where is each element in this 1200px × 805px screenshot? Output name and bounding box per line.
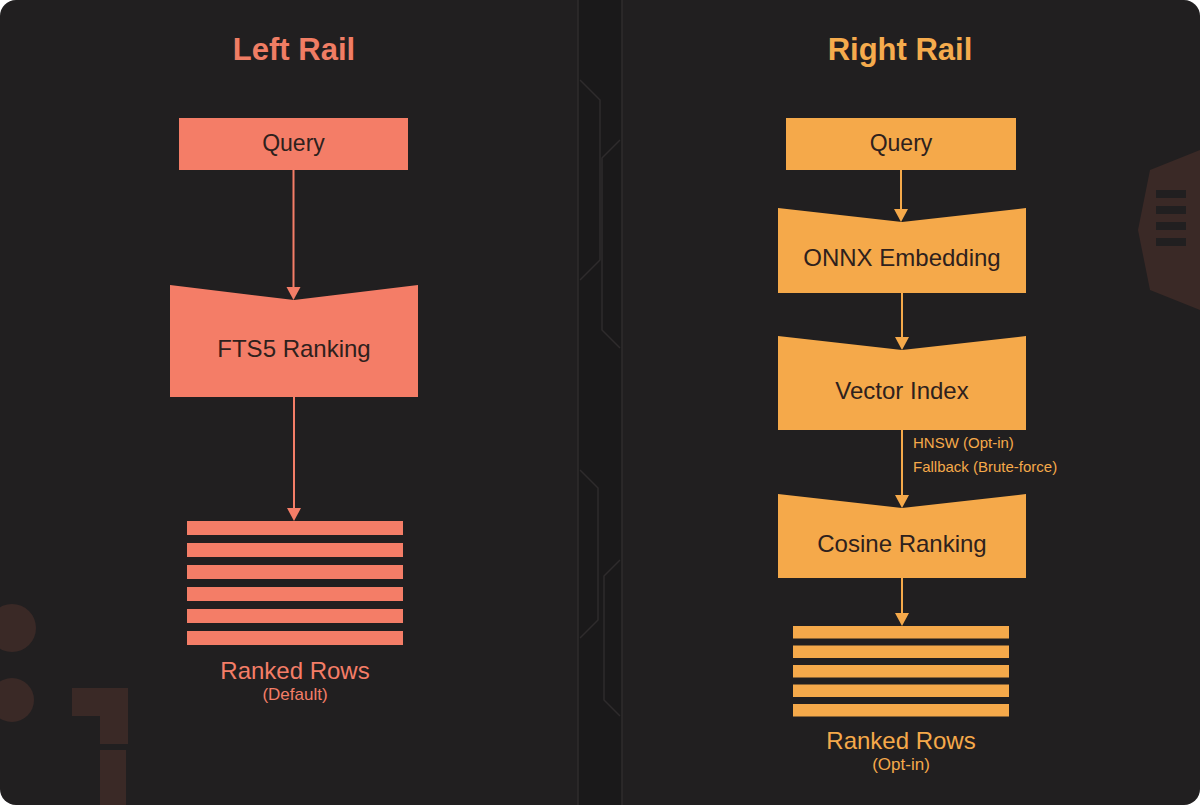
rail-heading: Right Rail (800, 32, 1000, 68)
deco-shape (72, 688, 128, 744)
arrow-head (895, 337, 909, 350)
arrow-head (895, 495, 909, 508)
circuit-trace (580, 470, 598, 638)
row-stripe (187, 631, 403, 645)
result-stack: Ranked Rows(Opt-in) (793, 626, 1009, 775)
query-box: Query (786, 118, 1016, 170)
row-stripe (187, 543, 403, 557)
row-stripe (793, 665, 1009, 678)
notched-shape (778, 494, 1026, 578)
connector (287, 170, 301, 300)
row-stripe (187, 565, 403, 579)
row-stripe (187, 609, 403, 623)
node-label: Query (870, 130, 933, 158)
deco-circle (0, 604, 36, 652)
result-stack: Ranked Rows(Default) (187, 521, 403, 705)
divider-band (578, 0, 622, 805)
divider-line (621, 0, 623, 805)
row-stripe (187, 587, 403, 601)
deco-shape (1156, 238, 1186, 246)
node-label: Query (262, 130, 325, 158)
notched-shape (170, 285, 418, 397)
node-sublabel: (Opt-in) (872, 755, 930, 775)
connector (895, 430, 909, 508)
connector (287, 397, 301, 521)
row-stripes (187, 521, 403, 645)
deco-shape (100, 750, 126, 805)
row-stripes (793, 626, 1009, 717)
deco-shape (1138, 150, 1200, 310)
connector (895, 293, 909, 350)
node-sublabel: (Default) (262, 685, 327, 705)
circuit-trace (580, 80, 600, 280)
connector (895, 578, 909, 626)
row-stripe (793, 704, 1009, 717)
row-stripe (793, 646, 1009, 659)
circuit-trace (604, 560, 620, 716)
connector-line (901, 578, 903, 614)
edge-label: HNSW (Opt-in) Fallback (Brute-force) (913, 431, 1065, 479)
connector (894, 170, 908, 222)
row-stripe (793, 685, 1009, 698)
arrow-head (287, 287, 301, 300)
node-label: FTS5 Ranking (217, 335, 370, 364)
node-label: Ranked Rows (826, 727, 975, 755)
process-box: FTS5 Ranking (170, 285, 418, 397)
row-stripe (793, 626, 1009, 639)
arrow-head (894, 209, 908, 222)
connector-line (901, 430, 903, 496)
node-label: ONNX Embedding (803, 244, 1000, 273)
connector-line (293, 170, 295, 288)
deco-shape (1156, 190, 1186, 198)
process-box: Cosine Ranking (778, 494, 1026, 578)
deco-circle (0, 678, 34, 722)
notched-shape (778, 208, 1026, 293)
deco-shape (1156, 206, 1186, 214)
connector-line (900, 170, 902, 210)
deco-shape (1156, 222, 1186, 230)
circuit-trace (602, 140, 620, 348)
divider-line (577, 0, 579, 805)
process-box: ONNX Embedding (778, 208, 1026, 293)
row-stripe (187, 521, 403, 535)
node-label: Vector Index (835, 377, 968, 406)
notched-shape (778, 336, 1026, 430)
rail-heading: Left Rail (194, 32, 394, 68)
process-box: Vector Index (778, 336, 1026, 430)
arrow-head (895, 613, 909, 626)
node-label: Ranked Rows (220, 657, 369, 685)
query-box: Query (179, 118, 408, 170)
arrow-head (287, 508, 301, 521)
node-label: Cosine Ranking (817, 530, 986, 559)
connector-line (901, 293, 903, 338)
connector-line (293, 397, 295, 509)
